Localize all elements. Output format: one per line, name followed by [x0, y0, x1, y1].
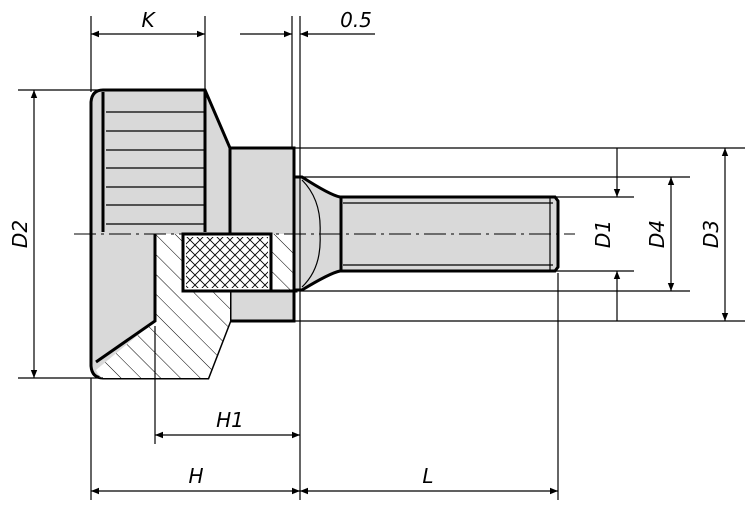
label-h: H: [188, 464, 203, 488]
label-d4: D4: [645, 220, 669, 248]
label-k: K: [141, 8, 156, 32]
dimension-labels: K 0.5 D2 D1 D4 D3 H1 H L: [8, 8, 723, 488]
label-h1: H1: [216, 408, 244, 432]
dimension-lines: [30, 30, 729, 495]
knurl-ribs: [106, 111, 205, 225]
label-d3: D3: [699, 220, 723, 248]
label-gap: 0.5: [340, 8, 372, 32]
label-d1: D1: [591, 220, 615, 248]
label-l: L: [422, 464, 433, 488]
label-d2: D2: [8, 220, 32, 248]
